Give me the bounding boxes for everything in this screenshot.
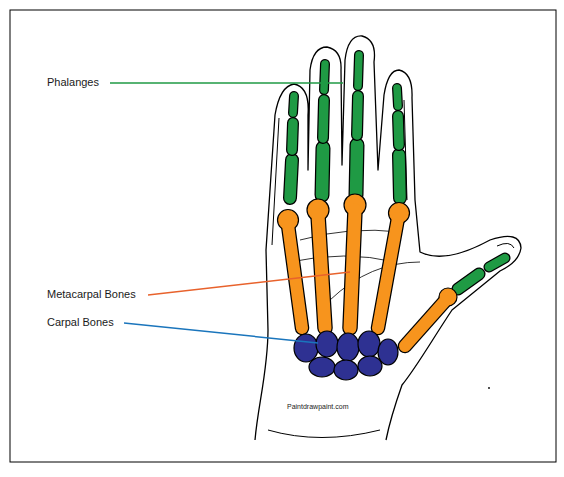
hand-outline bbox=[255, 36, 521, 440]
carpal-bones bbox=[294, 331, 398, 380]
leader-line bbox=[110, 82, 343, 84]
dot bbox=[488, 387, 490, 389]
part-label: Metacarpal Bones bbox=[47, 288, 136, 301]
metacarpal-bones bbox=[278, 194, 458, 346]
part-label: Phalanges bbox=[47, 76, 99, 89]
frame bbox=[10, 10, 556, 462]
part-label: Carpal Bones bbox=[47, 316, 114, 329]
leader-line bbox=[124, 323, 318, 343]
leader-line bbox=[148, 272, 350, 295]
wrist-line bbox=[268, 430, 380, 438]
watermark: Paintdrawpaint.com bbox=[287, 403, 348, 411]
